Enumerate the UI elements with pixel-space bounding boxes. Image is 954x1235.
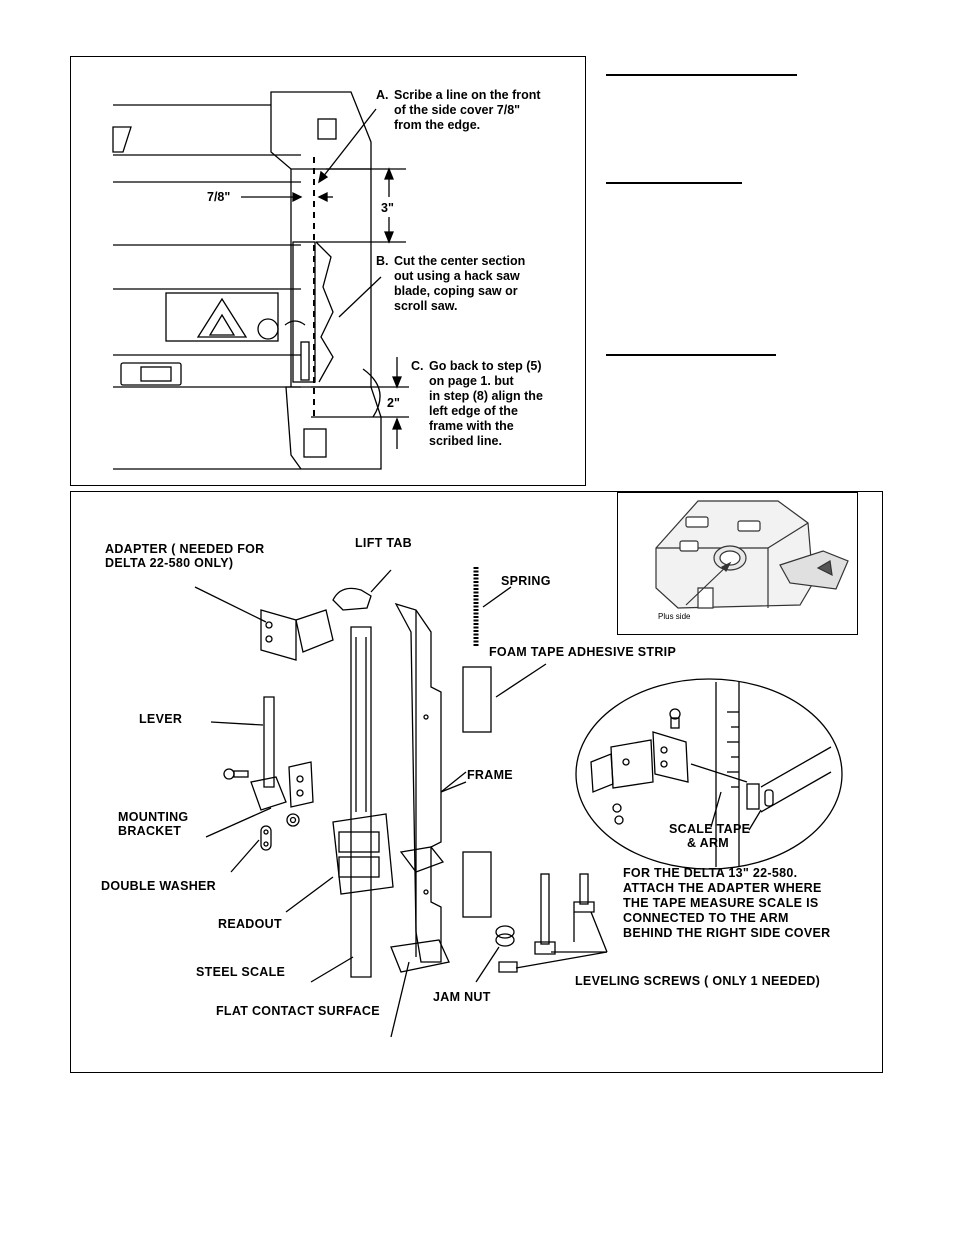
label-lever: LEVER (139, 712, 183, 726)
label-scale-tape-line-2: & ARM (687, 836, 730, 850)
dimension-two-inch: 2" (387, 396, 400, 410)
label-adapter-line-2: DELTA 22-580 ONLY) (105, 556, 234, 570)
step-c-text-line-6: scribed line. (429, 434, 502, 448)
step-c-text-line-5: frame with the (429, 419, 514, 433)
delta-note-line-4: CONNECTED TO THE ARM (623, 911, 789, 925)
step-a-text-line-1: Scribe a line on the front (394, 88, 541, 102)
label-spring: SPRING (501, 574, 551, 588)
exploded-parts-drawing (194, 567, 843, 1038)
delta-note-line-5: BEHIND THE RIGHT SIDE COVER (623, 926, 831, 940)
step-a-text-line-2: of the side cover 7/8" (394, 103, 521, 117)
step-b-text-line-3: blade, coping saw or (394, 284, 518, 298)
step-b-letter: B. (376, 254, 389, 268)
dimension-three-inch: 3" (381, 201, 394, 215)
step-c-text-line-2: on page 1. but (429, 374, 514, 388)
side-cover-drawing (112, 91, 409, 470)
label-foam-tape: FOAM TAPE ADHESIVE STRIP (489, 645, 677, 659)
step-b-text-line-1: Cut the center section (394, 254, 526, 268)
delta-note-line-1: FOR THE DELTA 13" 22-580. (623, 866, 798, 880)
label-jam-nut: JAM NUT (433, 990, 491, 1004)
dimension-seven-eighths: 7/8" (207, 190, 231, 204)
label-adapter-line-1: ADAPTER ( NEEDED FOR (105, 542, 265, 556)
step-a-text-line-3: from the edge. (394, 118, 481, 132)
label-readout: READOUT (218, 917, 282, 931)
step-b-text-line-4: scroll saw. (394, 299, 458, 313)
inset-drawing (655, 500, 849, 609)
step-c-letter: C. (411, 359, 424, 373)
step-a-letter: A. (376, 88, 389, 102)
inset-caption: Plus side (658, 612, 691, 621)
heading-rule-1 (606, 74, 797, 76)
label-mounting-bracket-line-1: MOUNTING (118, 810, 189, 824)
label-steel-scale: STEEL SCALE (196, 965, 286, 979)
label-lift-tab: LIFT TAB (355, 536, 413, 550)
heading-rule-3 (606, 354, 776, 356)
delta-note-line-3: THE TAPE MEASURE SCALE IS (623, 896, 819, 910)
heading-rule-2 (606, 182, 742, 184)
label-flat-contact-surface: FLAT CONTACT SURFACE (216, 1004, 380, 1018)
step-c-text-line-1: Go back to step (5) (429, 359, 542, 373)
label-mounting-bracket-line-2: BRACKET (118, 824, 182, 838)
label-frame: FRAME (467, 768, 513, 782)
step-b-text-line-2: out using a hack saw (394, 269, 520, 283)
parts-diagram-panel: Plus side ADAPTER ( NEEDED FOR DELTA 22-… (70, 491, 883, 1073)
step-c-text-line-3: in step (8) align the (429, 389, 543, 403)
inset-photo-box: Plus side (617, 492, 858, 635)
label-scale-tape-line-1: SCALE TAPE (669, 822, 751, 836)
label-double-washer: DOUBLE WASHER (101, 879, 217, 893)
label-leveling-screws: LEVELING SCREWS ( ONLY 1 NEEDED) (575, 974, 821, 988)
step-c-text-line-4: left edge of the (429, 404, 518, 418)
delta-note-line-2: ATTACH THE ADAPTER WHERE (623, 881, 822, 895)
top-diagram-panel: A. Scribe a line on the front of the sid… (70, 56, 586, 486)
